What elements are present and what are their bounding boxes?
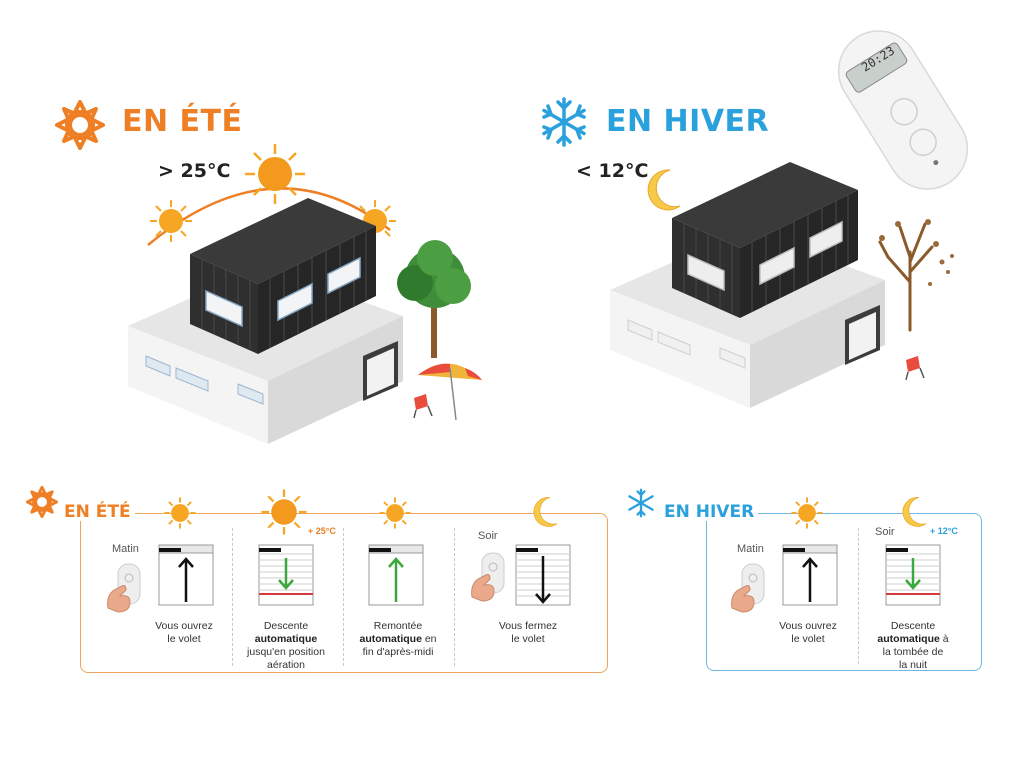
winter-house-illustration: [610, 162, 885, 408]
summer-temperature: > 25°C: [158, 160, 231, 182]
hand-remote-icon: [731, 563, 765, 613]
hand-remote-icon: [107, 563, 141, 613]
tree-illustration: [397, 240, 471, 358]
moon-icon: [647, 169, 681, 211]
bare-tree-illustration: [878, 219, 954, 332]
winter-temperature: < 12°C: [576, 160, 649, 182]
snowflake-icon: [542, 97, 586, 147]
sun-icon: [245, 144, 305, 204]
summer-house-illustration: [128, 198, 403, 444]
summer-step-1-caption: Vous ouvrez le volet: [155, 620, 213, 646]
snowflake-icon: [628, 488, 654, 518]
sun-icon: [164, 497, 196, 529]
deck-chair-icon: [905, 356, 925, 381]
morning-label: Matin: [737, 543, 764, 555]
step-divider: [343, 528, 344, 666]
winter-step-1-caption: Vous ouvrez le volet: [779, 620, 837, 646]
summer-panel-title: EN ÉTÉ: [60, 504, 135, 521]
shutter-open-icon: [158, 544, 214, 606]
sun-outline-icon: [55, 100, 105, 150]
winter-step-2-caption: Descente automatique à la tombée de la n…: [877, 620, 949, 672]
step-divider: [232, 528, 233, 666]
moon-icon: [902, 497, 927, 527]
deck-chair-icon: [413, 394, 433, 419]
winter-threshold-label: + 12°C: [930, 526, 958, 536]
shutter-closed-icon: [515, 544, 571, 606]
shutter-half-down-icon: [885, 544, 941, 606]
step-divider: [858, 528, 859, 664]
sun-icon: [379, 497, 411, 529]
shutter-open-icon: [782, 544, 838, 606]
step-divider: [454, 528, 455, 666]
winter-panel-frame: [706, 513, 982, 671]
shutter-half-down-icon: [258, 544, 314, 606]
moon-icon: [533, 497, 558, 527]
winter-panel-title: EN HIVER: [660, 504, 759, 521]
summer-title: EN ÉTÉ: [122, 104, 243, 139]
sun-icon: [791, 497, 823, 529]
remote-control-device: [837, 30, 969, 190]
summer-threshold-label: + 25°C: [308, 526, 336, 536]
summer-panel-frame: [80, 513, 608, 673]
beach-umbrella-icon: [418, 363, 482, 421]
sun-icon: [261, 489, 307, 535]
sun-icon: [150, 200, 192, 242]
sun-outline-icon: [26, 486, 58, 518]
evening-label: Soir: [875, 526, 895, 538]
summer-step-4-caption: Vous fermez le volet: [498, 620, 558, 646]
shutter-open-green-icon: [368, 544, 424, 606]
morning-label: Matin: [112, 543, 139, 555]
summer-step-2-caption: Descente automatique jusqu'en position a…: [247, 620, 325, 672]
summer-step-3-caption: Remontée automatique en fin d'après-midi: [359, 620, 437, 659]
evening-label: Soir: [478, 530, 498, 542]
hand-remote-icon: [471, 552, 505, 602]
winter-title: EN HIVER: [606, 104, 770, 139]
